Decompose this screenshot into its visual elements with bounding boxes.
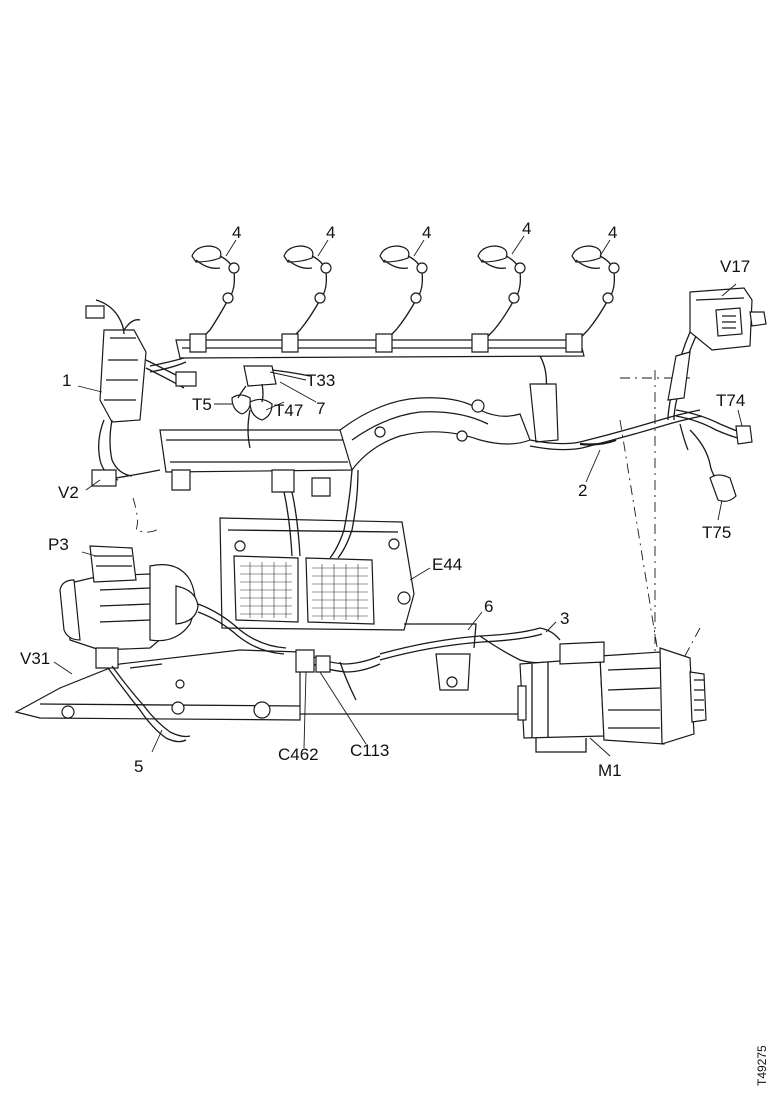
label-M1: M1 [598, 761, 622, 780]
callout-2: 2 [578, 481, 587, 500]
leader-lines [53, 235, 743, 757]
label-V2: V2 [58, 483, 79, 502]
engine-lower-rail [14, 649, 520, 721]
label-V31: V31 [20, 649, 50, 668]
callout-injector-3: 4 [422, 223, 431, 242]
center-lines [132, 370, 701, 666]
label-T47: T47 [274, 401, 303, 420]
injector-row [191, 245, 620, 347]
turbo-assembly [59, 545, 287, 743]
label-P3: P3 [48, 535, 69, 554]
T74-T75-sensors [675, 409, 753, 502]
main-harness-duct [159, 397, 703, 497]
injector-harness-rail [149, 333, 585, 443]
callout-1: 1 [62, 371, 71, 390]
V17-connector-block [667, 287, 767, 421]
callout-6: 6 [484, 597, 493, 616]
callout-injector-1: 4 [232, 223, 241, 242]
injector-5 [571, 245, 620, 347]
callout-injector-2: 4 [326, 223, 335, 242]
label-C113: C113 [350, 741, 389, 760]
sensor-cluster-T5-T47-T33 [231, 365, 311, 449]
callout-injector-5: 4 [608, 223, 617, 242]
starter-motor-M1 [517, 641, 707, 753]
label-C462: C462 [278, 745, 319, 764]
injector-2 [283, 245, 332, 347]
label-T75: T75 [702, 523, 731, 542]
injector-3 [379, 245, 428, 347]
label-T33: T33 [306, 371, 335, 390]
injector-4 [477, 245, 526, 347]
injector-1 [191, 245, 240, 347]
callout-injector-4: 4 [522, 219, 531, 238]
callout-3: 3 [560, 609, 569, 628]
E44-control-unit [219, 469, 415, 631]
label-E44: E44 [432, 555, 462, 574]
callout-5: 5 [134, 757, 143, 776]
callout-7: 7 [316, 399, 325, 418]
label-T74: T74 [716, 391, 745, 410]
callout-labels: 4 4 4 4 4 1 2 3 5 6 7 V17 T74 T75 T33 T5… [20, 219, 750, 780]
starter-harness [295, 623, 561, 701]
label-V17: V17 [720, 257, 750, 276]
figure-reference-number: T49275 [755, 1045, 769, 1086]
left-harness-bracket [85, 299, 197, 487]
label-T5: T5 [192, 395, 212, 414]
